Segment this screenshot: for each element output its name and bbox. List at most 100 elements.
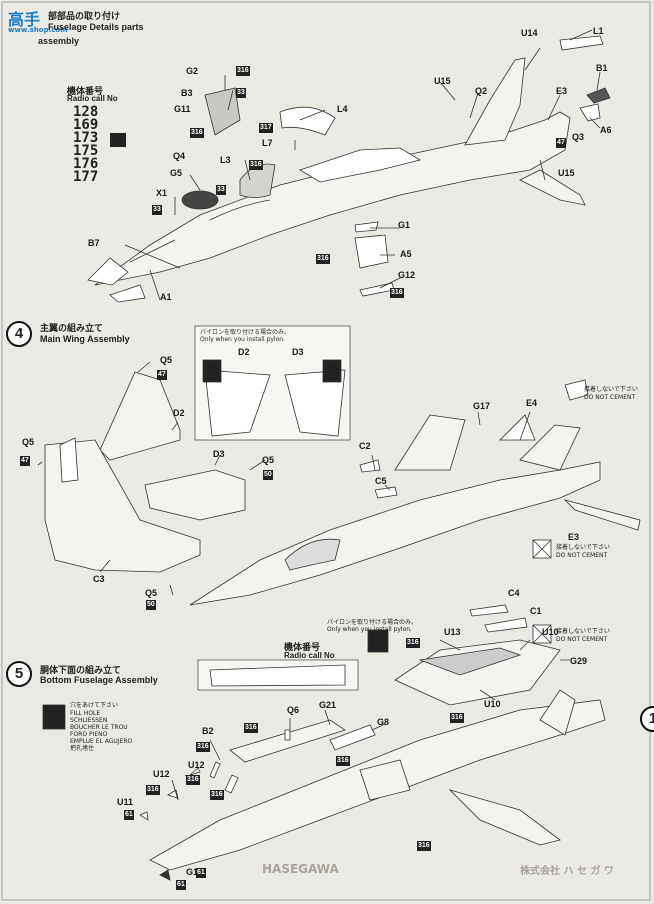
radio-number-list: 128 169 173 175 176 177 (73, 104, 99, 185)
part-label: Q2 (475, 86, 488, 96)
color-badge: 317 (259, 123, 273, 133)
part-label: U12 (188, 760, 205, 770)
part-label: U14 (521, 28, 538, 38)
color-badge: 47 (157, 370, 167, 380)
part-label: Q6 (287, 705, 300, 715)
part-label: Q3 (572, 132, 585, 142)
part-label: B7 (88, 238, 100, 248)
color-badge: 316 (390, 288, 404, 298)
cement-note-en: DO NOT CEMENT (556, 636, 608, 643)
bottom-pylon-en: Only when you install pylon. (327, 626, 412, 633)
part-label: D2 (173, 408, 185, 418)
part-label: G5 (170, 168, 183, 178)
decal-arrow-icon (110, 133, 126, 147)
color-badge: 50 (146, 600, 156, 610)
fill-hole-line: 把孔堵住 (70, 745, 95, 752)
part-label: G29 (570, 656, 588, 666)
bottom-pylon-jp: パイロンを取り付ける場合のみ。 (327, 619, 418, 626)
part-label: U10 (542, 627, 559, 637)
wing-pylon-jp: パイロンを取り付ける場合のみ。 (200, 329, 291, 336)
color-badge: 61 (176, 880, 186, 890)
color-badge: 33 (236, 88, 246, 98)
part-label: U12 (153, 769, 170, 779)
next-step-marker: 1 (640, 706, 654, 732)
color-badge: 316 (336, 756, 350, 766)
watermark-logo: 高手 (8, 10, 41, 29)
part-label: G19 (186, 867, 204, 877)
bottom-title-jp: 胴体下面の組み立て (40, 666, 122, 676)
color-badge: 316 (450, 713, 464, 723)
part-label: U11 (117, 797, 134, 807)
radio-number: 128 (73, 104, 99, 120)
radio-number: 175 (73, 143, 99, 159)
color-badge: 316 (210, 790, 224, 800)
step-number-5: 5 (6, 661, 32, 687)
wing-title-jp: 主翼の組み立て (40, 324, 104, 334)
radio-number: 169 (73, 117, 99, 133)
color-badge: 316 (406, 638, 420, 648)
part-label: Q5 (145, 588, 158, 598)
part-label: G11 (174, 104, 191, 114)
part-label: C3 (93, 574, 105, 584)
color-badge: 316 (186, 775, 200, 785)
cement-note-jp: 接着しないで下さい (584, 386, 638, 393)
wing-pylon-en: Only when you install pylon. (200, 336, 285, 343)
part-label: L1 (593, 26, 604, 36)
part-label: Q5 (22, 437, 35, 447)
cement-note-jp: 接着しないで下さい (556, 628, 610, 635)
part-label: C4 (508, 588, 520, 598)
color-badge: 316 (190, 128, 204, 138)
cement-note-en: DO NOT CEMENT (584, 394, 636, 401)
footer-brand: HASEGAWA (262, 862, 339, 876)
footer-company-jp: 株式会社 ハ セ ガ ワ (520, 866, 614, 877)
part-label: G17 (473, 401, 491, 411)
fill-hole-jp: 穴をあけて下さい (70, 702, 119, 709)
part-label: L4 (337, 104, 348, 114)
part-label: G12 (398, 270, 416, 280)
part-label: U10 (484, 699, 501, 709)
fill-hole-line: FORO PIENO (70, 731, 108, 738)
part-label: B2 (202, 726, 214, 736)
fill-hole-line: EMPLUE EL AGUJERO (70, 738, 133, 745)
part-label: Q5 (160, 355, 173, 365)
step-number-4: 4 (6, 321, 32, 347)
color-badge: 316 (236, 66, 250, 76)
fill-hole-line: BOUCHER LE TROU (70, 724, 128, 731)
cement-note-jp: 接着しないで下さい (556, 544, 610, 551)
part-label: B3 (181, 88, 193, 98)
part-label: C5 (375, 476, 387, 486)
part-label: G1 (398, 220, 411, 230)
part-label: Q5 (262, 455, 275, 465)
part-label: C1 (530, 606, 542, 616)
part-label: C2 (359, 441, 371, 451)
color-badge: 33 (216, 185, 226, 195)
color-badge: 316 (417, 841, 431, 851)
part-label: G21 (319, 700, 337, 710)
part-label: E4 (526, 398, 538, 408)
part-label: E3 (556, 86, 568, 96)
radio-number: 177 (73, 169, 99, 185)
part-label: L7 (262, 138, 273, 148)
color-badge: 316 (316, 254, 330, 264)
part-label: G2 (186, 66, 199, 76)
color-badge: 316 (196, 742, 210, 752)
radio-number: 176 (73, 156, 99, 172)
color-badge: 61 (196, 868, 206, 878)
color-badge: 50 (263, 470, 273, 480)
part-label: A5 (400, 249, 412, 259)
watermark-site: www.shop.com (8, 26, 68, 34)
radio-number: 173 (73, 130, 99, 146)
part-label: E3 (568, 532, 580, 542)
part-label: B1 (596, 63, 608, 73)
color-badge: 316 (146, 785, 160, 795)
part-label: A1 (160, 292, 172, 302)
part-label: A6 (600, 125, 612, 135)
part-label: L3 (220, 155, 231, 165)
radio-title-en: Radio call No (67, 94, 118, 103)
cement-note-en: DO NOT CEMENT (556, 552, 608, 559)
fill-hole-line: FILL HOLE (70, 710, 101, 717)
part-label: U15 (434, 76, 451, 86)
fuselage-title-jp: 部部品の取り付け (48, 12, 121, 22)
